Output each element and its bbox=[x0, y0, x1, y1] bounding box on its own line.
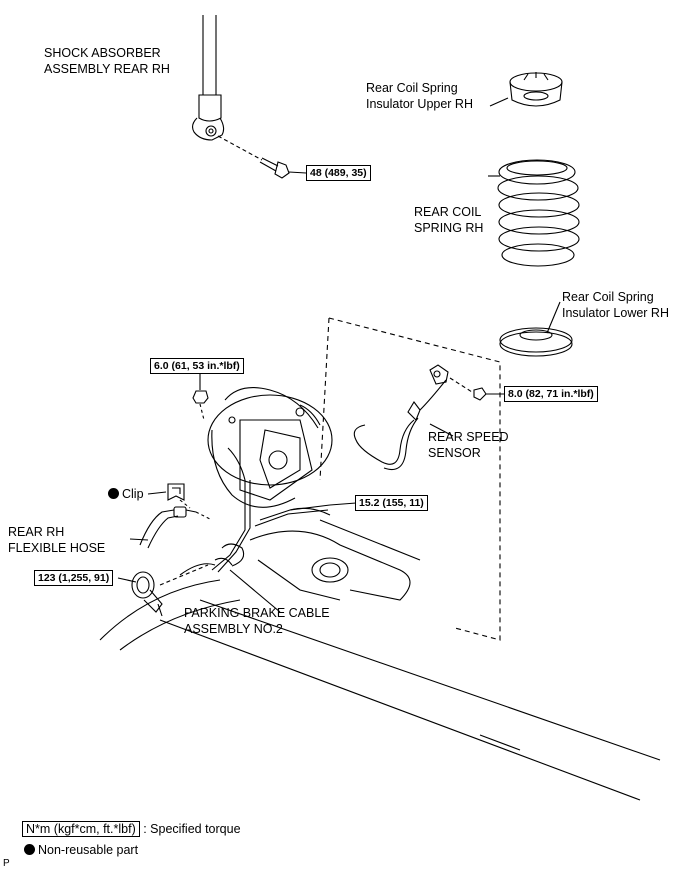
clip-label: Clip bbox=[108, 486, 144, 502]
clip-drawing bbox=[167, 483, 185, 501]
parking-brake-cable-label-line1: PARKING BRAKE CABLE bbox=[184, 606, 330, 620]
flexible-hose-label: REAR RH FLEXIBLE HOSE bbox=[8, 524, 105, 556]
shock-absorber-label-line1: SHOCK ABSORBER bbox=[44, 46, 161, 60]
legend-nonreusable: Non-reusable part bbox=[24, 842, 138, 858]
speed-sensor-drawing bbox=[353, 364, 449, 471]
speed-sensor-label-line2: SENSOR bbox=[428, 446, 481, 460]
torque-flare-nut: 15.2 (155, 11) bbox=[355, 495, 428, 511]
coil-spring-label-line1: REAR COIL bbox=[414, 205, 482, 219]
axle-beam-drawing bbox=[159, 507, 661, 801]
insulator-lower-label: Rear Coil Spring Insulator Lower RH bbox=[562, 289, 669, 321]
brake-lines-drawing bbox=[211, 480, 331, 573]
small-nut-drawing bbox=[192, 390, 209, 421]
legend-nonreusable-text: Non-reusable part bbox=[38, 843, 139, 857]
clip-label-text: Clip bbox=[122, 487, 144, 501]
speed-sensor-label-line1: REAR SPEED bbox=[428, 430, 509, 444]
shock-bolt-drawing bbox=[259, 157, 307, 179]
flexible-hose-label-line1: REAR RH bbox=[8, 525, 65, 539]
corner-mark: P bbox=[3, 858, 10, 869]
insulator-lower-label-line2: Insulator Lower RH bbox=[562, 306, 669, 320]
flexible-hose-drawing bbox=[139, 506, 197, 549]
shock-absorber-drawing bbox=[191, 15, 225, 141]
shock-absorber-label-line2: ASSEMBLY REAR RH bbox=[44, 62, 170, 76]
insulator-upper-label: Rear Coil Spring Insulator Upper RH bbox=[366, 80, 473, 112]
insulator-upper-label-line2: Insulator Upper RH bbox=[366, 97, 473, 111]
legend-torque: N*m (kgf*cm, ft.*lbf) : Specified torque bbox=[22, 821, 241, 837]
legend-dot-icon bbox=[24, 844, 35, 855]
insulator-lower-drawing bbox=[499, 327, 573, 357]
coil-spring-drawing bbox=[497, 159, 580, 267]
shock-absorber-label: SHOCK ABSORBER ASSEMBLY REAR RH bbox=[44, 45, 170, 77]
coil-spring-label: REAR COIL SPRING RH bbox=[414, 204, 483, 236]
brake-drum-drawing bbox=[207, 387, 333, 508]
sensor-bolt-drawing bbox=[473, 387, 504, 401]
flexible-hose-label-line2: FLEXIBLE HOSE bbox=[8, 541, 106, 555]
coil-spring-label-line2: SPRING RH bbox=[414, 221, 484, 235]
speed-sensor-label: REAR SPEED SENSOR bbox=[428, 429, 509, 461]
insulator-lower-label-line1: Rear Coil Spring bbox=[562, 290, 654, 304]
insulator-upper-label-line1: Rear Coil Spring bbox=[366, 81, 458, 95]
torque-shock-bolt: 48 (489, 35) bbox=[306, 165, 371, 181]
torque-small-nut: 6.0 (61, 53 in.*lbf) bbox=[150, 358, 244, 374]
torque-hub-bolt: 123 (1,255, 91) bbox=[34, 570, 114, 586]
hub-drawing bbox=[99, 563, 241, 651]
non-reusable-dot-icon bbox=[108, 488, 119, 499]
legend-torque-text: : Specified torque bbox=[143, 822, 241, 836]
parking-brake-cable-label: PARKING BRAKE CABLE ASSEMBLY NO.2 bbox=[184, 605, 330, 637]
torque-sensor-bolt: 8.0 (82, 71 in.*lbf) bbox=[504, 386, 598, 402]
parking-brake-cable-label-line2: ASSEMBLY NO.2 bbox=[184, 622, 283, 636]
legend-torque-box: N*m (kgf*cm, ft.*lbf) bbox=[22, 821, 140, 837]
insulator-upper-drawing bbox=[509, 72, 563, 107]
